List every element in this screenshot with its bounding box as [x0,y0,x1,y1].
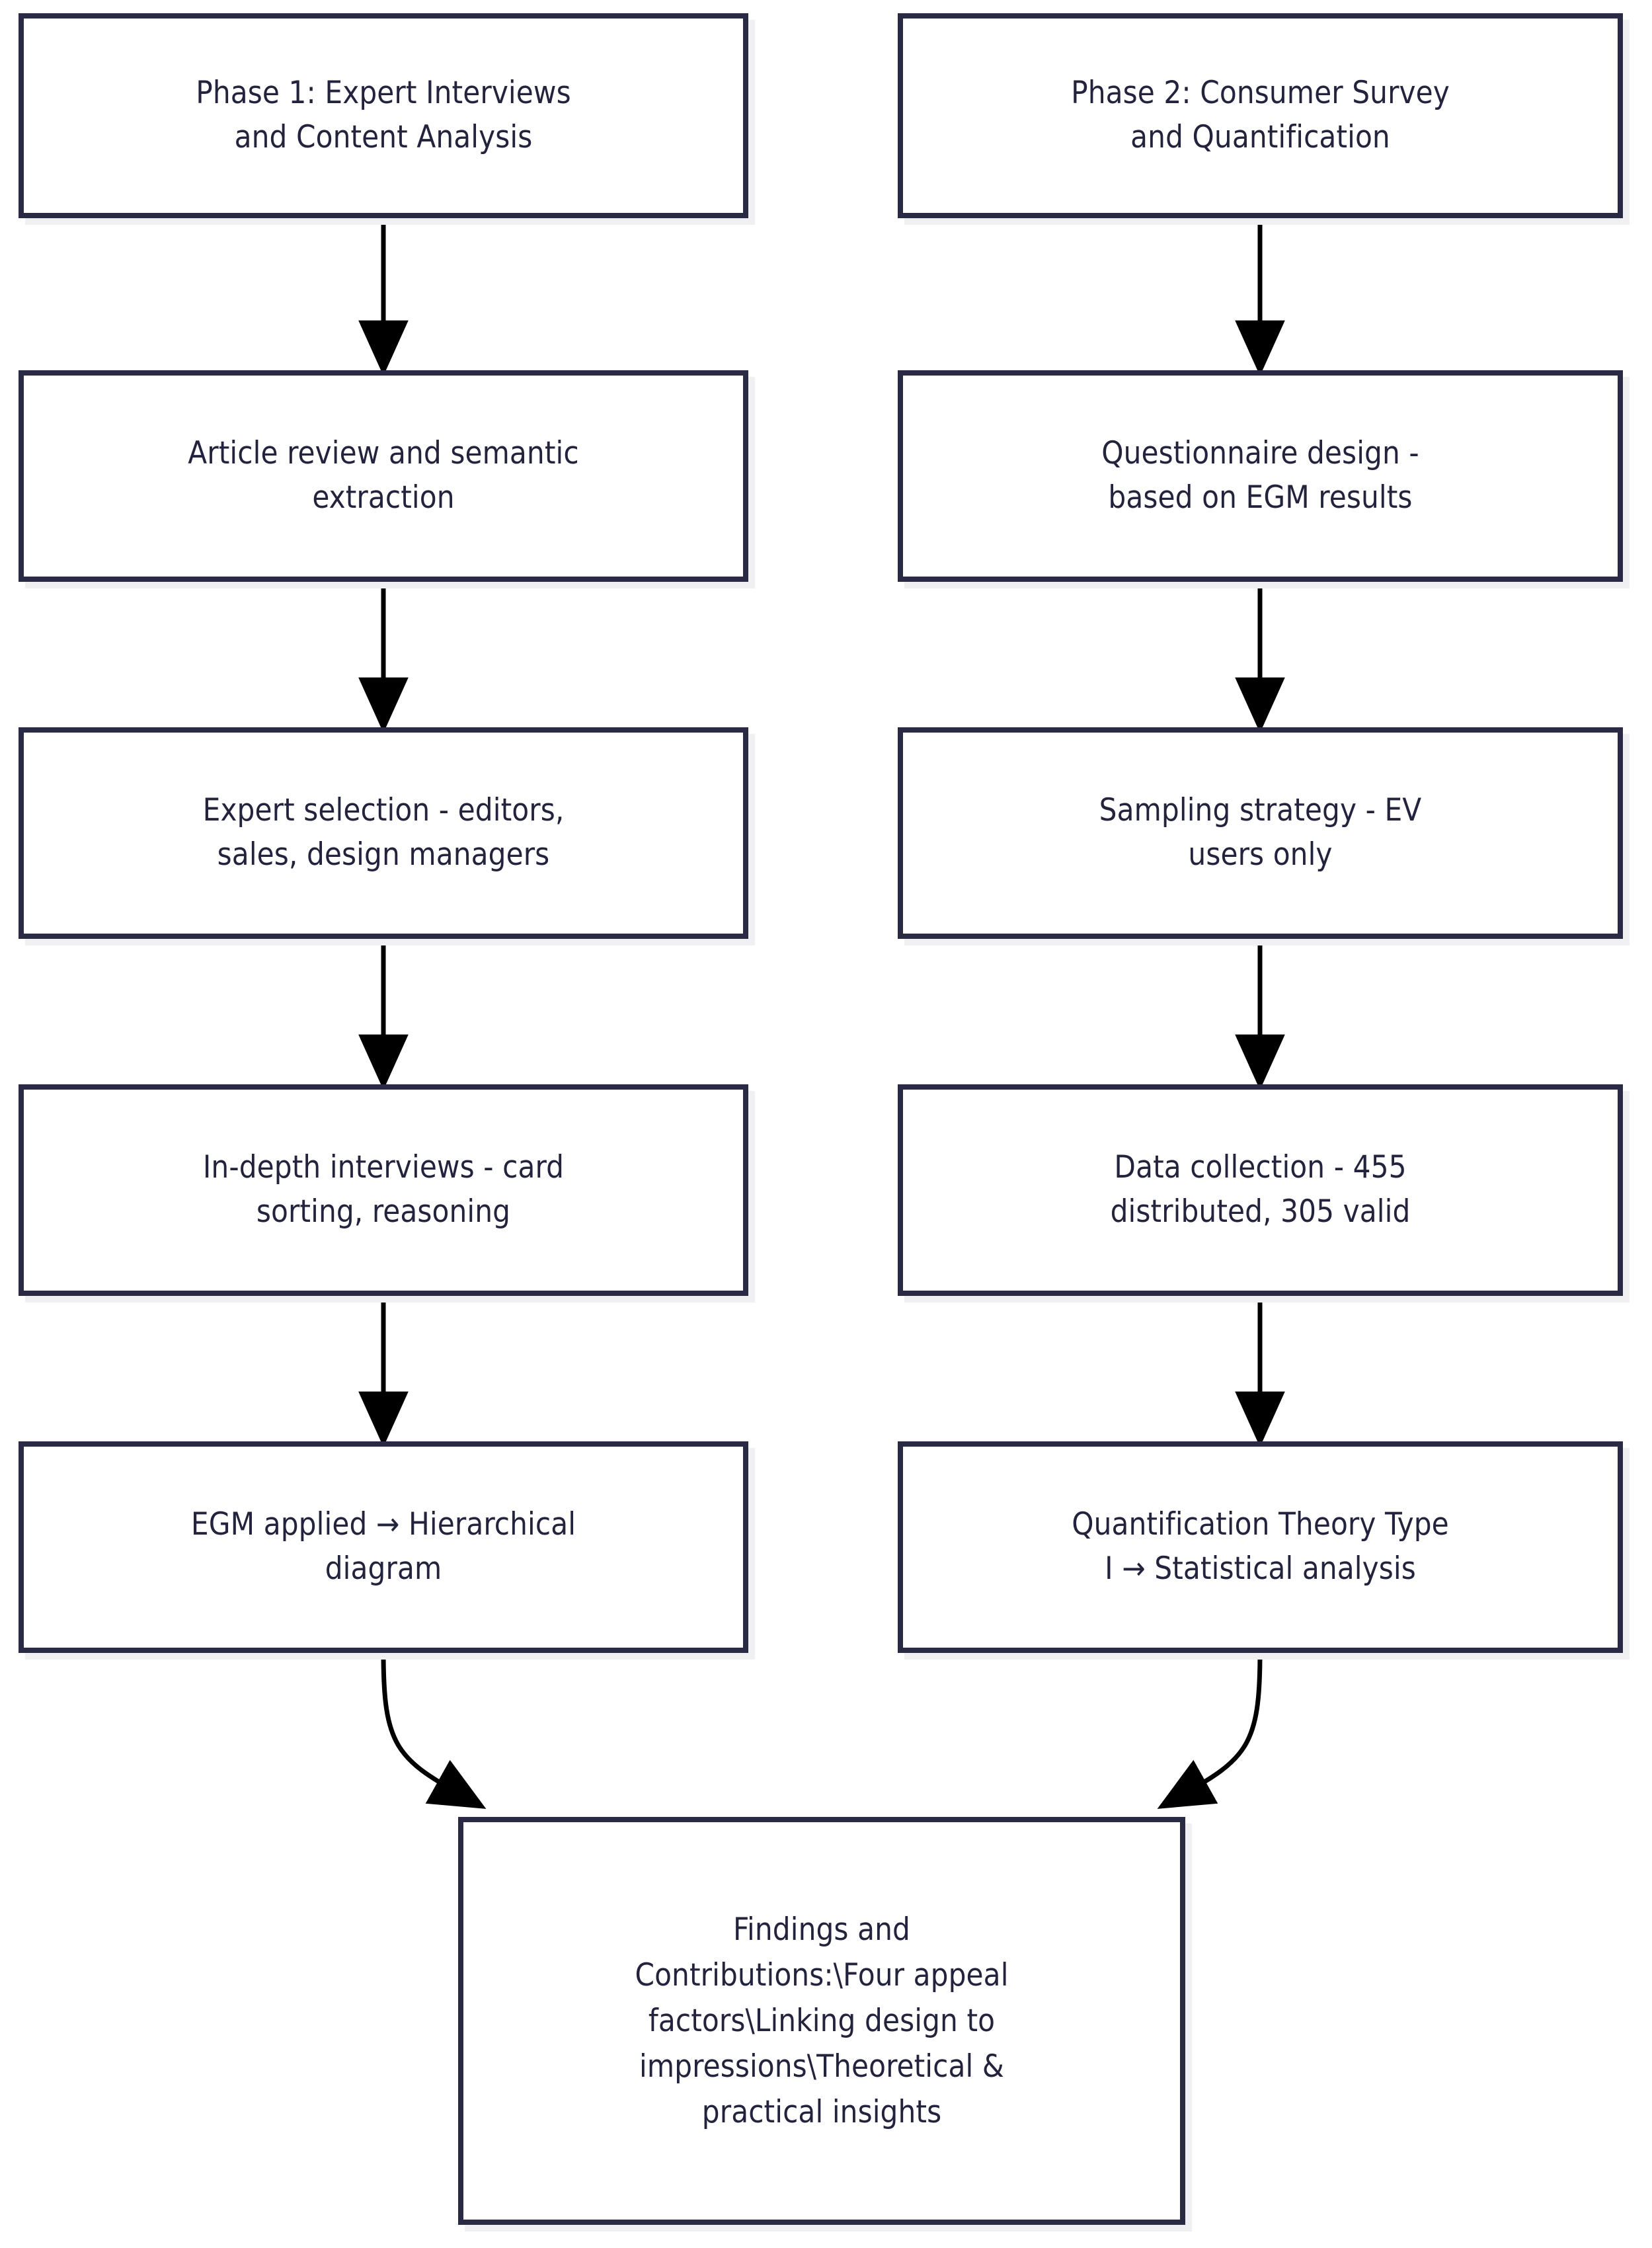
node-label: EGM applied → Hierarchical diagram [190,1506,576,1587]
node-expert-selection[interactable]: Expert selection - editors, sales, desig… [19,727,748,939]
node-label: Phase 1: Expert Interviews and Content A… [196,75,571,155]
node-sampling-strategy[interactable]: Sampling strategy - EV users only [898,727,1623,939]
node-label: Article review and semantic extraction [188,435,579,516]
node-label: Expert selection - editors, sales, desig… [202,792,565,873]
node-label: Findings and Contributions:\Four appeal … [635,1911,1009,2131]
node-label: Sampling strategy - EV users only [1099,792,1422,873]
node-in-depth-interviews[interactable]: In-depth interviews - card sorting, reas… [19,1084,748,1296]
node-quantification-theory[interactable]: Quantification Theory Type I → Statistic… [898,1441,1623,1653]
node-findings-and-contributions[interactable]: Findings and Contributions:\Four appeal … [458,1817,1185,2225]
edge-r5-to-out [1157,1652,1263,1809]
edge-l5-to-out [381,1652,487,1809]
node-label: In-depth interviews - card sorting, reas… [202,1149,565,1230]
node-phase-2[interactable]: Phase 2: Consumer Survey and Quantificat… [898,13,1623,218]
node-egm-applied[interactable]: EGM applied → Hierarchical diagram [19,1441,748,1653]
node-label: Quantification Theory Type I → Statistic… [1072,1506,1449,1587]
node-label: Phase 2: Consumer Survey and Quantificat… [1071,75,1450,155]
node-label: Data collection - 455 distributed, 305 v… [1110,1149,1411,1230]
node-article-review[interactable]: Article review and semantic extraction [19,370,748,582]
node-label: Questionnaire design - based on EGM resu… [1101,435,1419,516]
node-questionnaire-design[interactable]: Questionnaire design - based on EGM resu… [898,370,1623,582]
node-data-collection[interactable]: Data collection - 455 distributed, 305 v… [898,1084,1623,1296]
node-phase-1[interactable]: Phase 1: Expert Interviews and Content A… [19,13,748,218]
